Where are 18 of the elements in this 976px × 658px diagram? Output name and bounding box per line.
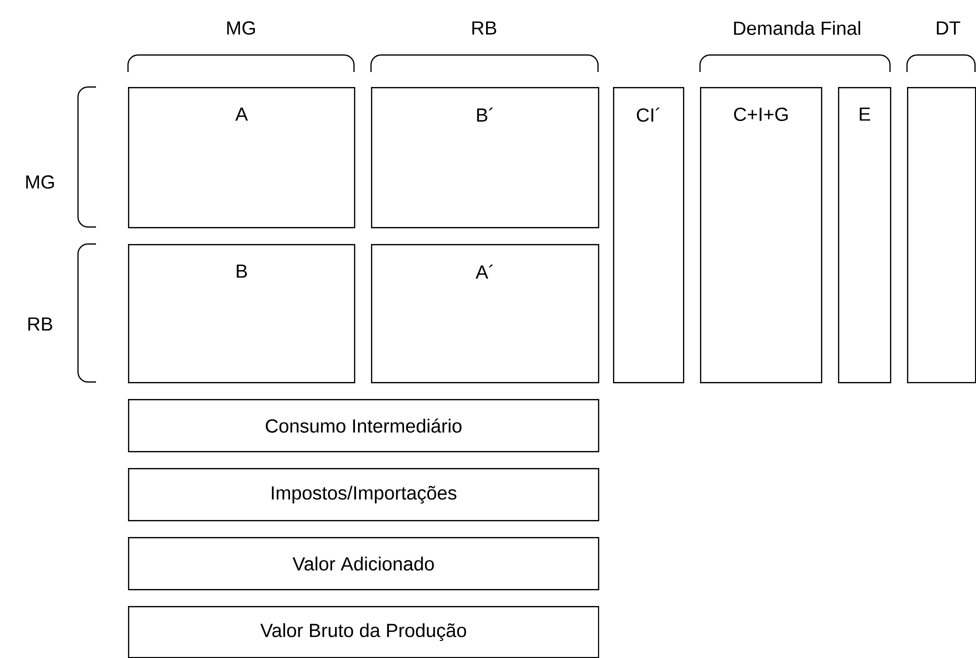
column-header: DT — [936, 21, 960, 35]
matrix-box: E — [838, 87, 892, 384]
row-box: Consumo Intermediário — [128, 399, 600, 452]
matrix-box: B — [128, 244, 356, 384]
row-box: Valor Bruto da Produção — [128, 606, 600, 658]
empty-box — [907, 87, 976, 384]
row-box: Impostos/Importações — [128, 468, 600, 522]
matrix-box: A´ — [371, 244, 600, 384]
column-header: MG — [227, 21, 255, 35]
row-box: Valor Adicionado — [128, 537, 600, 590]
matrix-box: CI´ — [613, 87, 684, 384]
row-header: MG — [26, 175, 54, 189]
matrix-box: C+I+G — [700, 87, 822, 384]
column-header: Demanda Final — [734, 21, 860, 35]
matrix-box: B´ — [371, 87, 600, 228]
matrix-box: A — [128, 87, 356, 228]
row-header: RB — [28, 317, 52, 331]
column-header: RB — [472, 21, 496, 35]
